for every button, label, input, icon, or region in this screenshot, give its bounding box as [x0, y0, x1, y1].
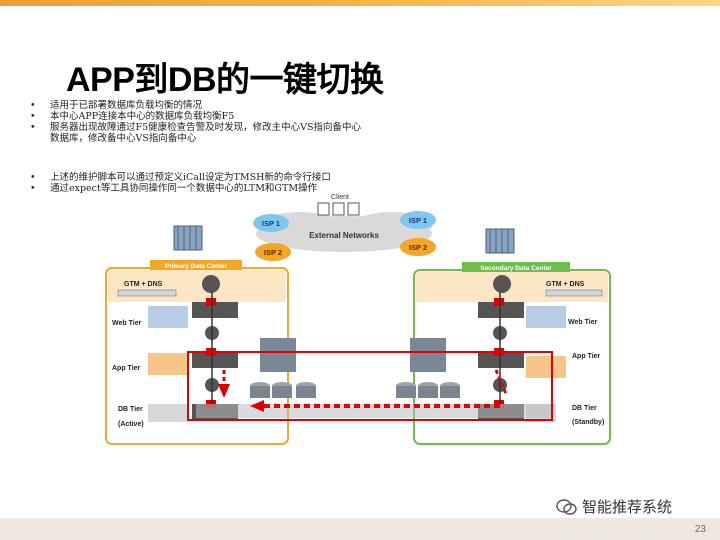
bullet-item: 通过expect等工具协同操作同一个数据中心的LTM和GTM操作 — [30, 183, 370, 194]
building-icon — [173, 225, 203, 251]
server-rack-group — [260, 338, 446, 372]
isp-badge: ISP 2 — [400, 238, 436, 256]
watermark: 智能推荐系统 — [556, 496, 672, 517]
app-tier-label: App Tier — [112, 365, 141, 372]
bullet-item: 适用于已部署数据库负载均衡的情况 — [30, 100, 390, 111]
slide-title: APP到DB的一键切换 — [66, 61, 384, 99]
web-tier-label: Web Tier — [568, 319, 598, 326]
wechat-icon — [556, 498, 577, 515]
bullet-item: 本中心APP连接本中心的数据库负载均衡F5 — [30, 111, 390, 122]
page-number: 23 — [694, 524, 706, 535]
db-state-label: (Active) — [118, 421, 144, 428]
failover-path — [218, 369, 508, 412]
gtm-label: GTM + DNS — [124, 281, 163, 288]
bullet-list: 适用于已部署数据库负载均衡的情况 本中心APP连接本中心的数据库负载均衡F5 服… — [30, 100, 390, 194]
bullet-item: 服务器出现故障通过F5健康检查告警及时发现，修改主中心VS指向备中心数据库，修改… — [30, 122, 370, 144]
svg-text:ISP 2: ISP 2 — [409, 243, 427, 252]
secondary-dc-header: Secondary Data Center — [480, 265, 552, 272]
db-tier-label: DB Tier — [118, 406, 143, 413]
bottom-bar — [0, 518, 720, 540]
external-networks-label: External Networks — [309, 231, 379, 240]
failover-highlight-box — [187, 351, 553, 421]
watermark-text: 智能推荐系统 — [582, 498, 673, 516]
client-label: Client — [331, 194, 349, 201]
svg-text:ISP 1: ISP 1 — [409, 216, 427, 225]
database-cluster — [250, 382, 460, 398]
svg-text:ISP 2: ISP 2 — [264, 248, 282, 257]
isp-badge: ISP 1 — [400, 211, 436, 229]
db-tier-label: DB Tier — [572, 405, 597, 412]
db-state-label: (Standby) — [572, 419, 604, 426]
client-icon: Client — [317, 194, 360, 216]
primary-dc-header: Primary Data Center — [165, 263, 228, 270]
building-icon — [485, 228, 515, 254]
web-tier-label: Web Tier — [112, 320, 142, 327]
isp-badge: ISP 1 — [253, 214, 289, 232]
gtm-label: GTM + DNS — [546, 281, 585, 288]
svg-text:ISP 1: ISP 1 — [262, 219, 280, 228]
app-tier-label: App Tier — [572, 353, 601, 360]
bullet-item: 上述的维护脚本可以通过预定义iCall设定为TMSH新的命令行接口 — [30, 172, 370, 183]
isp-badge: ISP 2 — [255, 243, 291, 261]
top-accent-bar — [0, 0, 720, 6]
